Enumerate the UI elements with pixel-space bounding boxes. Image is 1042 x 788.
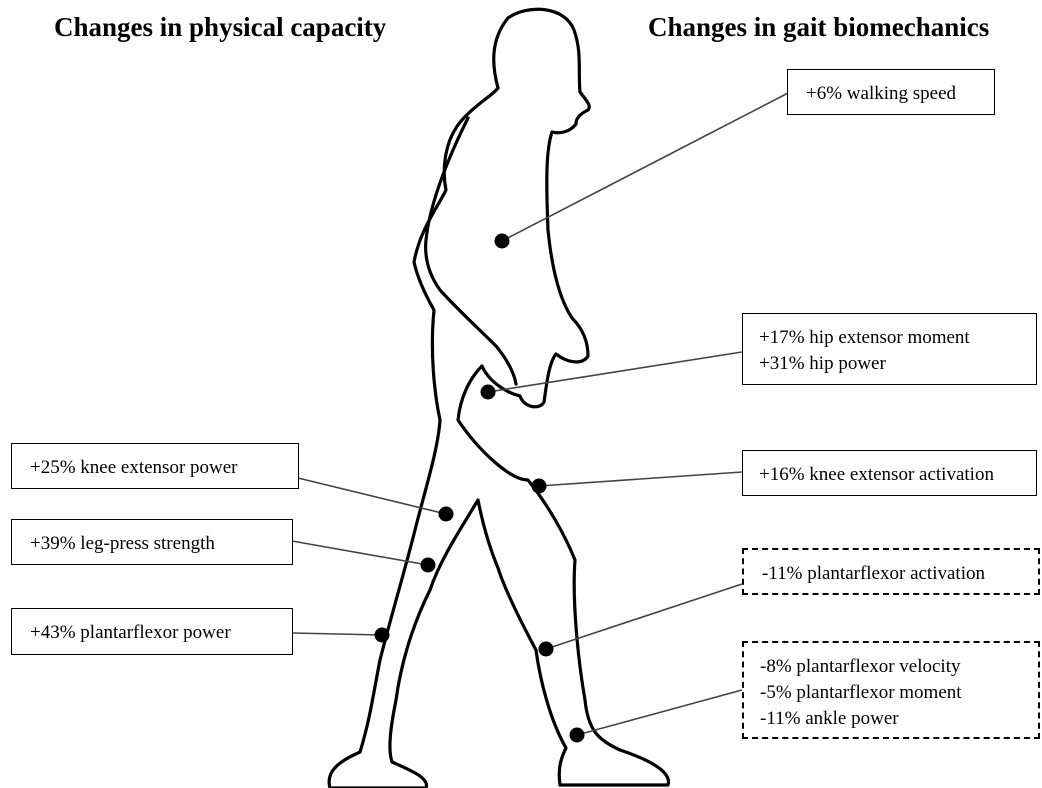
label-hip-extensor-moment: +17% hip extensor moment xyxy=(759,325,1036,351)
label-plantarflexor-velocity: -8% plantarflexor velocity xyxy=(760,654,1038,680)
box-walking-speed: +6% walking speed xyxy=(787,69,995,115)
dot-calf-front xyxy=(539,642,554,657)
arm-outline xyxy=(426,118,516,384)
body-outline xyxy=(329,9,668,788)
dot-ankle xyxy=(570,728,585,743)
leader-plantarflexor-power xyxy=(292,633,382,635)
leader-ankle xyxy=(577,690,742,735)
dot-trunk xyxy=(495,234,510,249)
label-plantarflexor-moment: -5% plantarflexor moment xyxy=(760,680,1038,706)
dot-knee-rear xyxy=(439,507,454,522)
leader-hip xyxy=(488,352,742,392)
box-hip: +17% hip extensor moment +31% hip power xyxy=(742,313,1037,385)
dot-hip xyxy=(481,385,496,400)
label-hip-power: +31% hip power xyxy=(759,351,1036,377)
label-knee-extensor-activation: +16% knee extensor activation xyxy=(759,462,1036,488)
box-plantarflexor-activation: -11% plantarflexor activation xyxy=(742,548,1040,595)
dot-thigh-rear xyxy=(421,558,436,573)
leader-walking-speed xyxy=(502,92,790,241)
label-leg-press-strength: +39% leg-press strength xyxy=(30,531,292,557)
box-leg-press-strength: +39% leg-press strength xyxy=(11,519,293,565)
box-ankle: -8% plantarflexor velocity -5% plantarfl… xyxy=(742,641,1040,739)
dot-calf-rear xyxy=(375,628,390,643)
label-ankle-power: -11% ankle power xyxy=(760,706,1038,732)
box-plantarflexor-power: +43% plantarflexor power xyxy=(11,608,293,655)
label-walking-speed: +6% walking speed xyxy=(806,81,994,107)
box-knee-extensor-activation: +16% knee extensor activation xyxy=(742,450,1037,496)
dot-knee-front xyxy=(532,479,547,494)
label-plantarflexor-activation: -11% plantarflexor activation xyxy=(762,561,1038,587)
label-plantarflexor-power: +43% plantarflexor power xyxy=(30,620,292,646)
label-knee-extensor-power: +25% knee extensor power xyxy=(30,455,298,481)
box-knee-extensor-power: +25% knee extensor power xyxy=(11,443,299,489)
leader-knee-activation xyxy=(539,472,742,486)
